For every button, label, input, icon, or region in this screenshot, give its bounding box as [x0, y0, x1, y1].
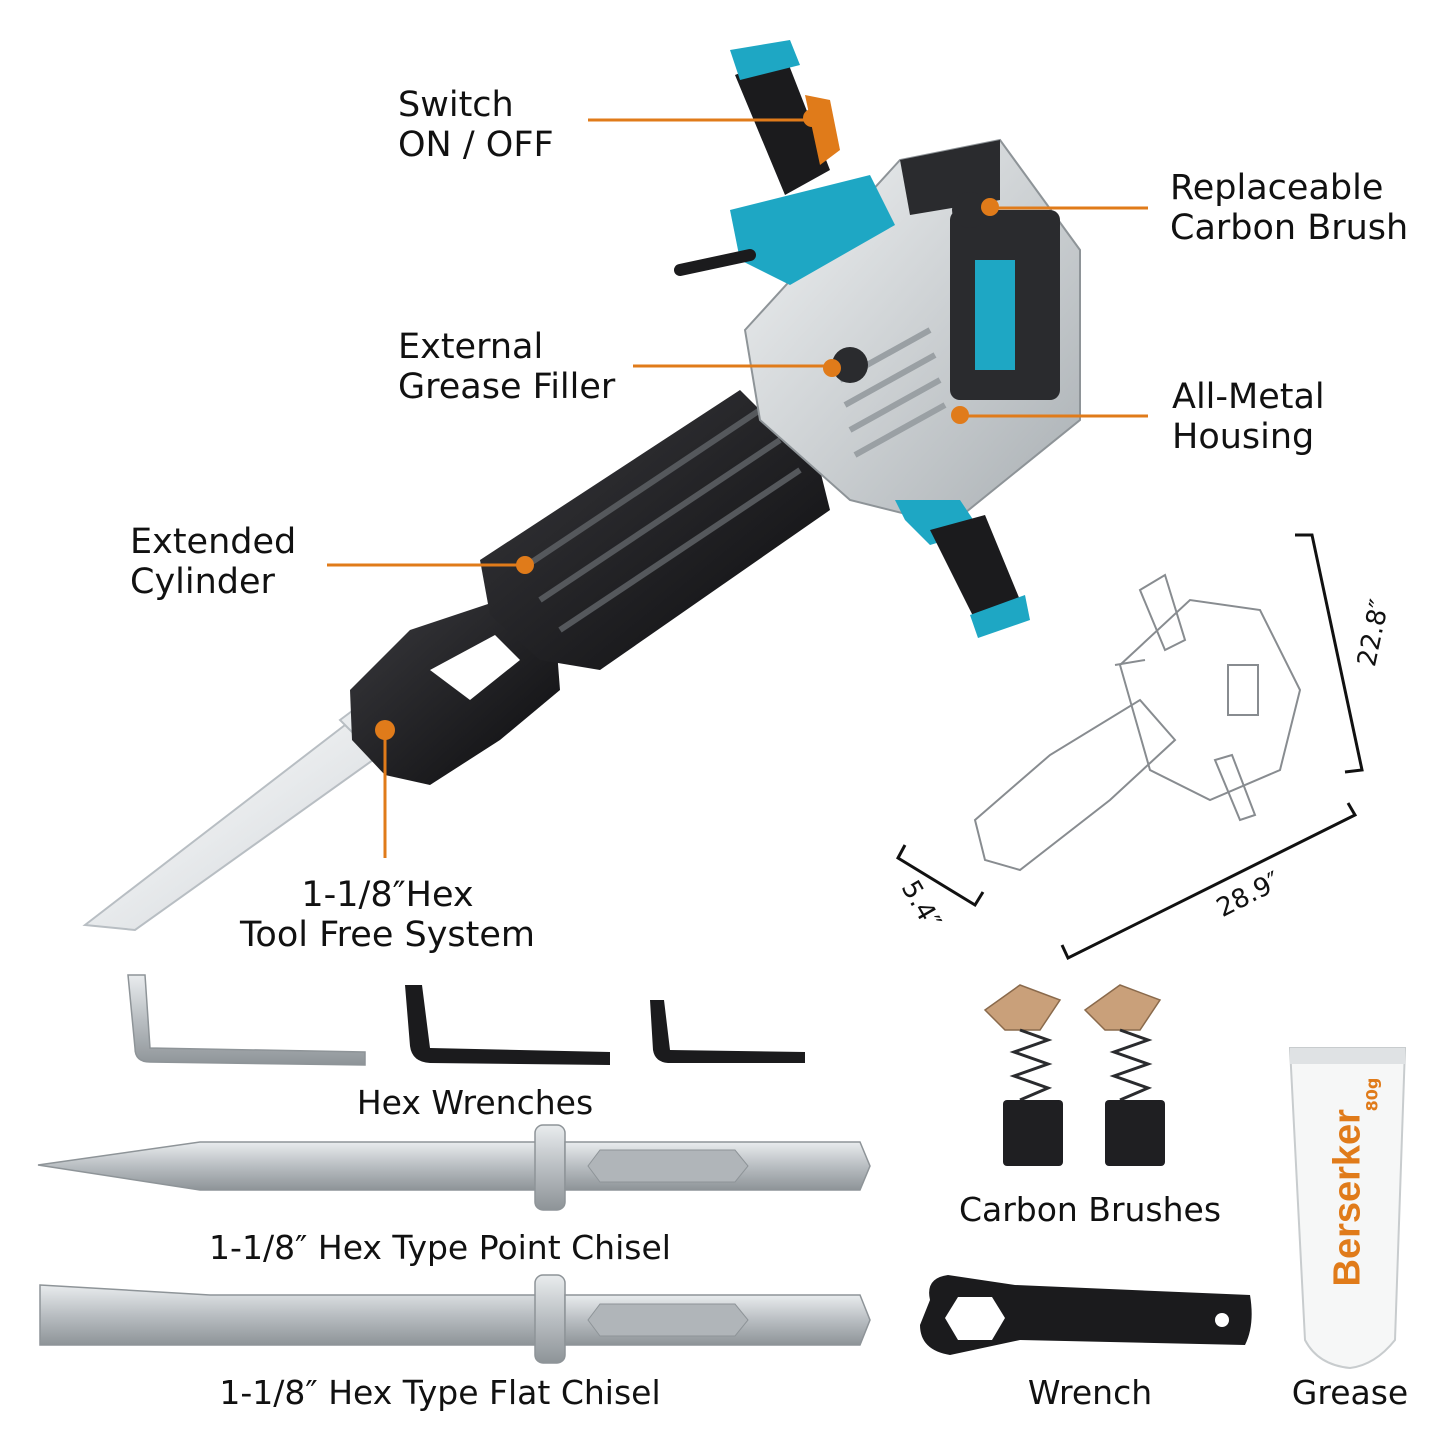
motor-housing — [743, 138, 1081, 527]
front-head — [350, 600, 560, 785]
carbon-brush-callout: Replaceable Carbon Brush — [1170, 168, 1408, 248]
switch-callout-line2: ON / OFF — [398, 125, 554, 165]
grease-weight-text: 80g — [1362, 1077, 1382, 1112]
point-chisel-label: 1-1/8″ Hex Type Point Chisel — [209, 1228, 671, 1267]
hex-system-callout: 1-1/8″Hex Tool Free System — [220, 875, 555, 955]
extended-cylinder — [480, 390, 830, 670]
point-chisel — [37, 1124, 871, 1211]
flat-chisel — [39, 1274, 871, 1364]
carbon-brushes — [983, 984, 1165, 1166]
flat-chisel-label: 1-1/8″ Hex Type Flat Chisel — [219, 1373, 661, 1412]
grease-filler-callout-line2: Grease Filler — [398, 367, 616, 407]
cylinder-callout-line2: Cylinder — [130, 562, 275, 602]
carbon-brush-2 — [1083, 984, 1165, 1166]
top-handle — [674, 40, 895, 285]
grease-filler-callout: External Grease Filler — [398, 327, 615, 407]
carbon-brush-1 — [983, 984, 1063, 1166]
dimension-diagram — [973, 573, 1302, 872]
carbon-brush-callout-line2: Carbon Brush — [1170, 208, 1409, 248]
grease-filler-callout-line1: External — [398, 327, 544, 367]
grease-label: Grease — [1291, 1373, 1409, 1412]
hex-wrenches — [127, 974, 805, 1066]
grease-brand-text: Berserker — [1326, 1109, 1369, 1287]
housing-callout-line1: All-Metal — [1172, 377, 1325, 417]
housing-callout: All-Metal Housing — [1172, 377, 1325, 457]
hex-wrenches-label: Hex Wrenches — [356, 1083, 594, 1122]
hex-system-callout-line1: 1-1/8″Hex — [301, 875, 474, 915]
cylinder-callout-line1: Extended — [130, 522, 297, 562]
bottom-handle — [895, 500, 1030, 638]
spanner-wrench — [920, 1275, 1252, 1355]
cylinder-callout: Extended Cylinder — [130, 522, 296, 602]
wrench-label: Wrench — [1027, 1373, 1153, 1412]
carbon-brush-callout-line1: Replaceable — [1170, 168, 1384, 208]
callout-lines — [327, 118, 1148, 858]
dimension-lines — [896, 533, 1364, 961]
housing-callout-line2: Housing — [1172, 417, 1315, 457]
hex-system-callout-line2: Tool Free System — [239, 915, 536, 955]
carbon-brushes-label: Carbon Brushes — [958, 1190, 1222, 1229]
grease-tube — [1288, 1047, 1407, 1370]
switch-callout-line1: Switch — [398, 85, 514, 125]
switch-callout: Switch ON / OFF — [398, 85, 554, 165]
